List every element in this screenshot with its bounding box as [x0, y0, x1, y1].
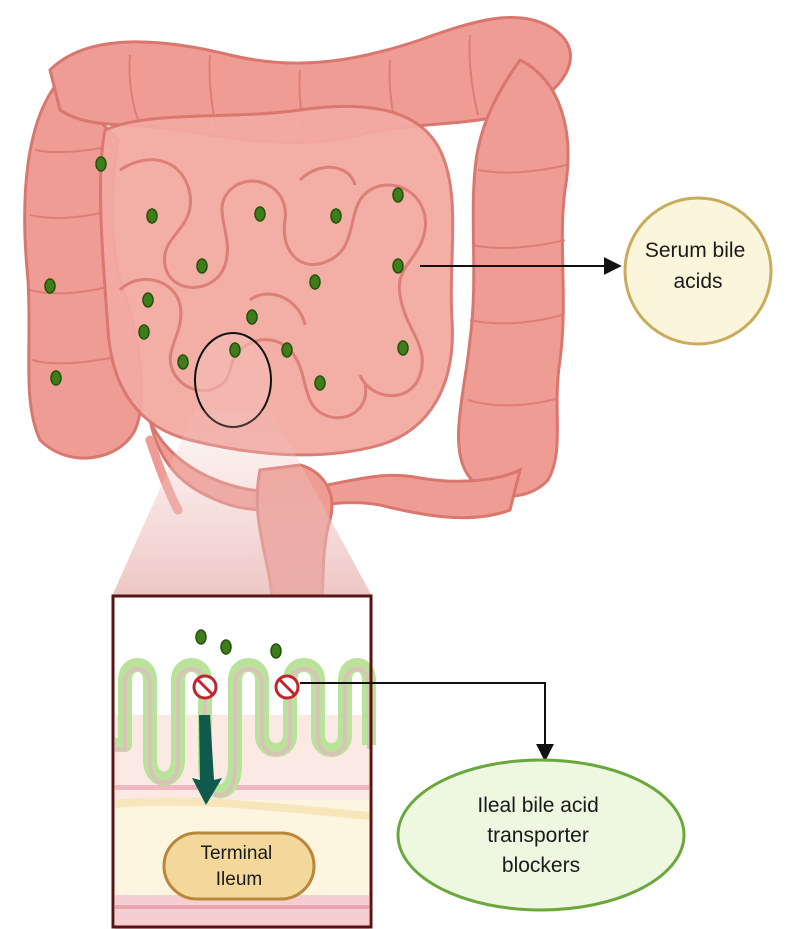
bile-acid-dot	[51, 371, 61, 385]
bile-acid-dot	[45, 279, 55, 293]
bile-acid-dot	[143, 293, 153, 307]
terminal-label-line1: Terminal	[200, 843, 272, 864]
blockers-label-line2: transporter	[487, 824, 589, 847]
bile-acid-dot	[398, 341, 408, 355]
bile-acid-dot	[393, 188, 403, 202]
bile-acid-dot	[147, 209, 157, 223]
prohibition-icon	[276, 676, 298, 698]
bile-acid-dot	[331, 209, 341, 223]
bile-acid-dot	[315, 376, 325, 390]
prohibition-icon	[194, 676, 216, 698]
blockers-label-line3: blockers	[502, 854, 580, 877]
serum-label-line1: Serum bile	[645, 239, 745, 262]
bile-acid-dot	[282, 343, 292, 357]
bile-acid-dot	[271, 644, 281, 658]
bile-acid-dot	[393, 259, 403, 273]
bile-acid-dot	[197, 259, 207, 273]
serum-label-line2: acids	[673, 270, 722, 293]
bile-acid-dot	[178, 355, 188, 369]
blockers-label-line1: Ileal bile acid	[477, 794, 598, 817]
bile-acid-dot	[310, 275, 320, 289]
terminal-ileum-inset: Terminal Ileum	[113, 596, 371, 929]
bile-acid-dot	[255, 207, 265, 221]
bile-acid-dot	[221, 640, 231, 654]
bile-acid-dot	[139, 325, 149, 339]
bile-acid-dot	[96, 157, 106, 171]
terminal-label-line2: Ileum	[216, 869, 262, 890]
bile-acid-dot	[230, 343, 240, 357]
bile-acid-dot	[196, 630, 206, 644]
bile-acid-dot	[247, 310, 257, 324]
